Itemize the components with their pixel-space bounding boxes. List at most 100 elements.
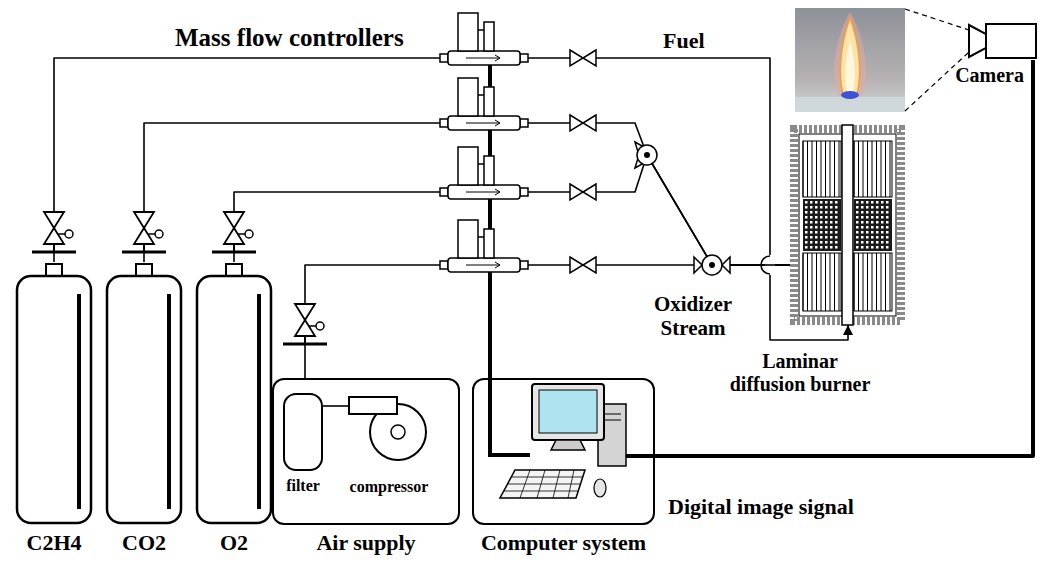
burner-shape <box>861 226 864 229</box>
burner-shape <box>876 241 879 244</box>
burner-shape <box>805 216 808 219</box>
computer-illustration <box>504 470 583 498</box>
burner-shape <box>835 236 838 239</box>
burner-shape <box>835 221 838 224</box>
burner-shape <box>830 211 833 214</box>
shutoff-valves <box>570 50 596 66</box>
burner-shape <box>839 253 840 311</box>
burner-shape <box>835 231 838 234</box>
burner-shape <box>866 216 869 219</box>
burner-shape <box>803 253 841 311</box>
flame-photo <box>834 12 866 96</box>
burner-shape <box>805 206 808 209</box>
burner-shape <box>861 201 864 204</box>
burner-shape <box>821 141 822 197</box>
computer-illustration <box>539 390 597 433</box>
burner-shape <box>861 216 864 219</box>
burner-shape <box>876 201 879 204</box>
mass-flow-controllers <box>440 13 528 272</box>
burner-shape <box>856 201 889 249</box>
burner-shape <box>830 221 833 224</box>
burner-shape <box>815 221 818 224</box>
burner-shape <box>861 221 864 224</box>
burner-shape <box>835 201 838 204</box>
burner-shape <box>821 253 822 311</box>
burner-shape <box>886 246 889 249</box>
burner-shape <box>861 241 864 244</box>
burner-shape <box>825 246 828 249</box>
burner-shape <box>871 246 874 249</box>
burner-shape <box>871 211 874 214</box>
compressor-unit-shape <box>348 390 430 462</box>
mass-flow-controllers <box>440 147 528 199</box>
burner-shape <box>881 221 884 224</box>
gas-cylinder: O2 <box>195 262 273 525</box>
burner-shape <box>825 141 826 197</box>
three-way-valve <box>702 255 722 275</box>
label-holder: Mass flow controllers <box>175 24 404 53</box>
burner-shape <box>810 211 813 214</box>
burner-shape <box>854 141 892 197</box>
burner-shape <box>830 241 833 244</box>
burner-shape <box>881 211 884 214</box>
burner-shape <box>820 221 823 224</box>
burner-shape <box>810 231 813 234</box>
compressor-unit-shape <box>391 425 405 439</box>
burner-shape <box>871 236 874 239</box>
shutoff-valves <box>570 50 596 273</box>
shutoff-valves <box>570 184 596 200</box>
three-way-valve <box>694 255 730 275</box>
computer-illustration <box>551 440 585 450</box>
burner-shape <box>890 253 891 311</box>
burner-shape <box>803 199 841 251</box>
burner-shape <box>815 226 818 229</box>
burner-shape <box>805 231 808 234</box>
burner-shape <box>816 253 817 311</box>
burner-shape <box>856 246 859 249</box>
burner-shape <box>815 201 818 204</box>
burner-shape <box>815 216 818 219</box>
computer-illustration <box>594 479 606 497</box>
flame-photo <box>840 18 859 94</box>
burner-shape <box>810 216 813 219</box>
burner-shape <box>820 226 823 229</box>
pressure-regulators <box>212 212 256 252</box>
burner-shape <box>886 216 889 219</box>
node-label: filter <box>286 477 320 495</box>
edge-label: Digital image signal <box>668 494 854 519</box>
burner-shape <box>825 231 828 234</box>
burner-shape <box>830 206 833 209</box>
burner-shape <box>881 253 882 311</box>
burner-shape <box>815 236 818 239</box>
burner-shape <box>803 253 841 311</box>
burner-shape <box>881 246 884 249</box>
pressure-regulators <box>122 212 166 252</box>
three-way-valve <box>635 142 657 168</box>
burner-shape <box>812 253 813 311</box>
burner-shape <box>863 253 864 311</box>
burner-shape <box>866 246 869 249</box>
burner-shape <box>854 141 892 197</box>
burner-shape <box>881 206 884 209</box>
burner-shape <box>825 216 828 219</box>
burner-shape <box>866 231 869 234</box>
air-supply-box: Air supplyfiltercompressor <box>272 378 460 525</box>
burner: Laminar diffusion burner <box>790 125 905 325</box>
camera-view-lines <box>905 9 969 30</box>
burner-shape <box>835 211 838 214</box>
control-bus <box>626 454 655 458</box>
computer-illustration <box>500 384 626 498</box>
burner-shape <box>861 246 864 249</box>
gas-cylinder-shape <box>15 262 93 525</box>
burner-shape <box>820 216 823 219</box>
burner-shape <box>871 221 874 224</box>
burner-shape <box>830 236 833 239</box>
stream-label: Oxidizer Stream <box>638 292 748 340</box>
burner-shape <box>876 253 877 311</box>
filter-unit-shape <box>284 394 322 470</box>
burner-shape <box>825 201 828 204</box>
label-holder: Digital image signal <box>668 494 854 519</box>
burner-shape <box>805 211 808 214</box>
label-holder: Fuel <box>663 28 705 53</box>
